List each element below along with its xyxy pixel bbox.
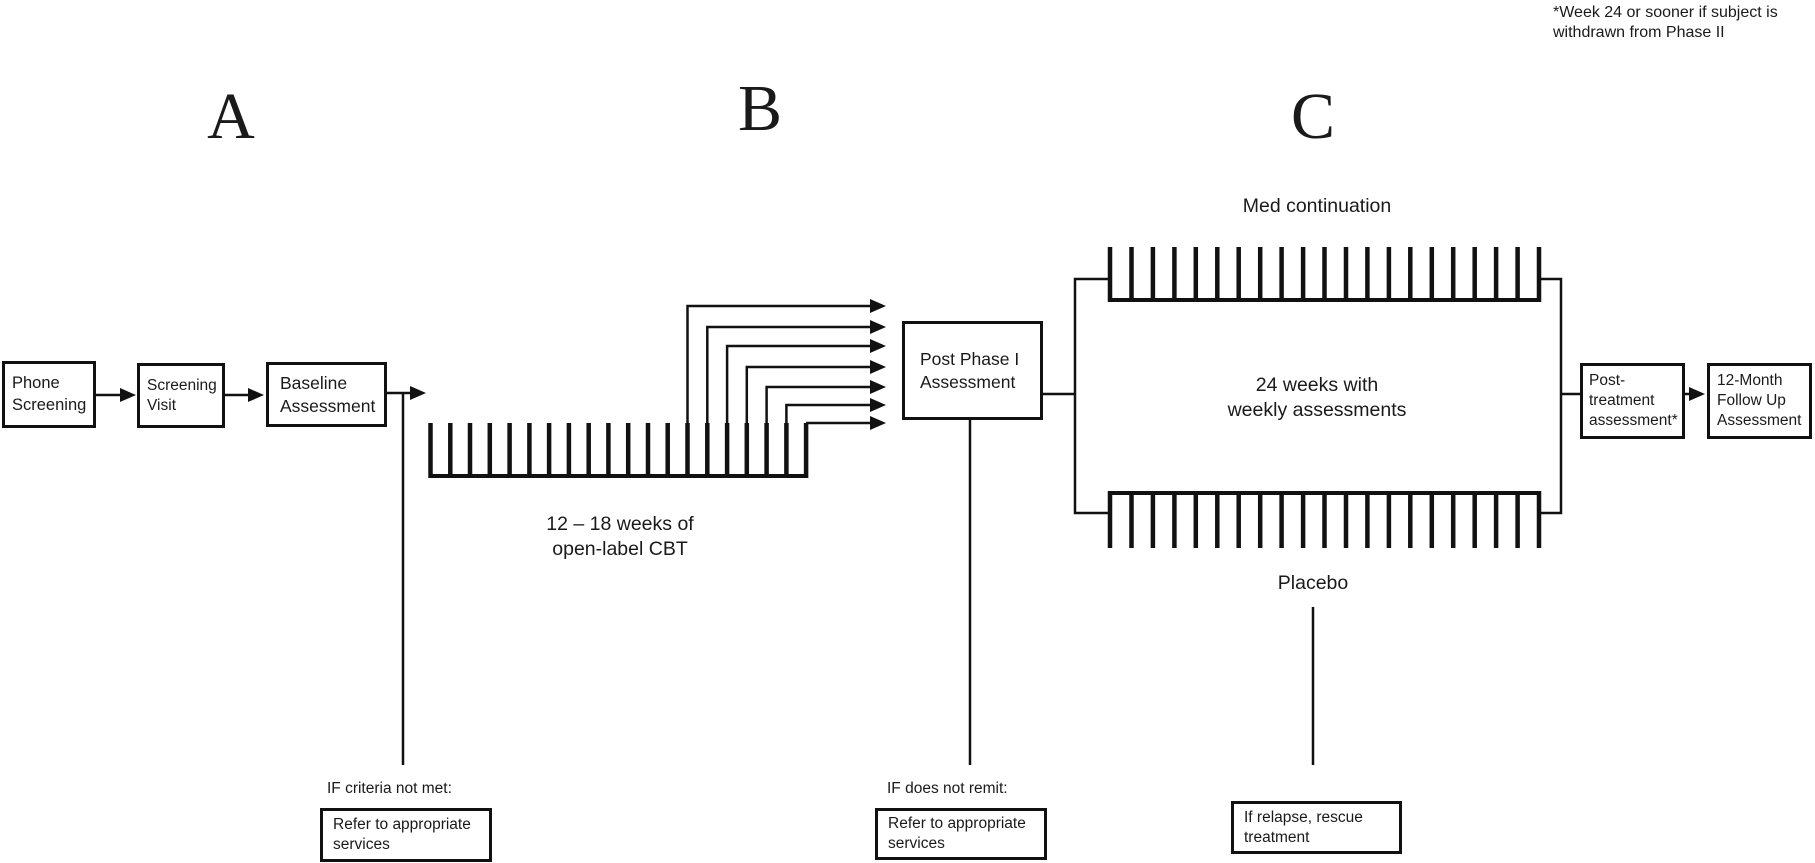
post-phase1-assessment-box: Post Phase I Assessment (902, 321, 1043, 420)
bracket-left (1073, 277, 1110, 515)
converge-arrow-4 (745, 360, 886, 424)
if-remit-label: IF does not remit: (887, 780, 1008, 797)
placebo-label: Placebo (1277, 572, 1349, 594)
converge-arrow-3 (725, 339, 886, 424)
cbt-duration-label: 12 – 18 weeks of open-label CBT (546, 513, 694, 560)
followup-assessment-box: 12-Month Follow Up Assessment (1707, 363, 1812, 439)
med-continuation-label: Med continuation (1242, 195, 1392, 217)
comb-b-teeth (428, 423, 809, 478)
refer-services-box-b: Refer to appropriate services (875, 808, 1047, 860)
converge-arrow-2 (706, 320, 886, 424)
converge-arrow-5 (765, 380, 886, 424)
weekly-assessments-label: 24 weeks with weekly assessments (1227, 374, 1407, 421)
baseline-assessment-box: Baseline Assessment (266, 362, 387, 427)
phase-b-label: B (737, 72, 783, 145)
rescue-treatment-box: If relapse, rescue treatment (1231, 801, 1402, 854)
refer-services-box-a: Refer to appropriate services (320, 808, 492, 862)
phone-screening-box: Phone Screening (2, 361, 96, 428)
phase-a-label: A (207, 80, 255, 153)
converge-arrow-1 (686, 299, 886, 424)
comb-placebo-teeth (1107, 491, 1542, 548)
post-treatment-assessment-box: Post- treatment assessment* (1580, 363, 1685, 439)
converge-arrow-6 (785, 398, 886, 424)
comb-med-teeth (1107, 247, 1542, 302)
screening-visit-box: Screening Visit (137, 363, 225, 428)
bracket-right (1539, 277, 1563, 515)
phase-c-label: C (1290, 80, 1336, 153)
footnote: *Week 24 or sooner if subject is withdra… (1553, 4, 1778, 42)
if-criteria-label: IF criteria not met: (327, 780, 452, 797)
